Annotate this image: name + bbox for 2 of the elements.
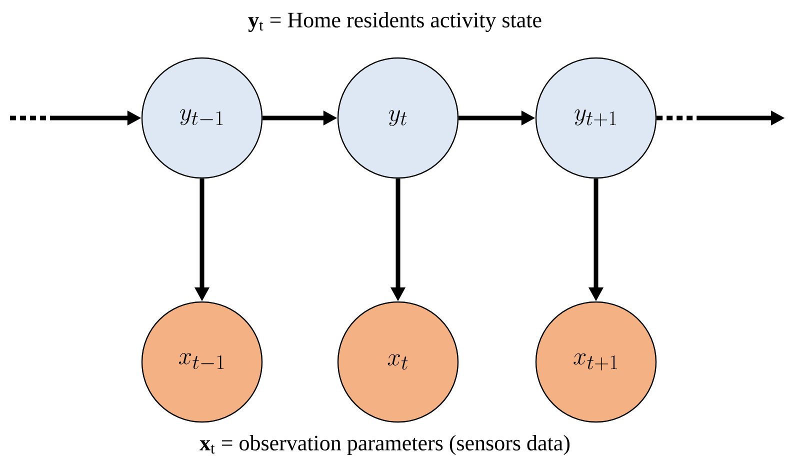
legend-text: x$_{t}$ = observation parameters (sensors data)	[200, 435, 570, 455]
legend-text: y$_{t}$ = Home residents activity state	[248, 12, 542, 32]
